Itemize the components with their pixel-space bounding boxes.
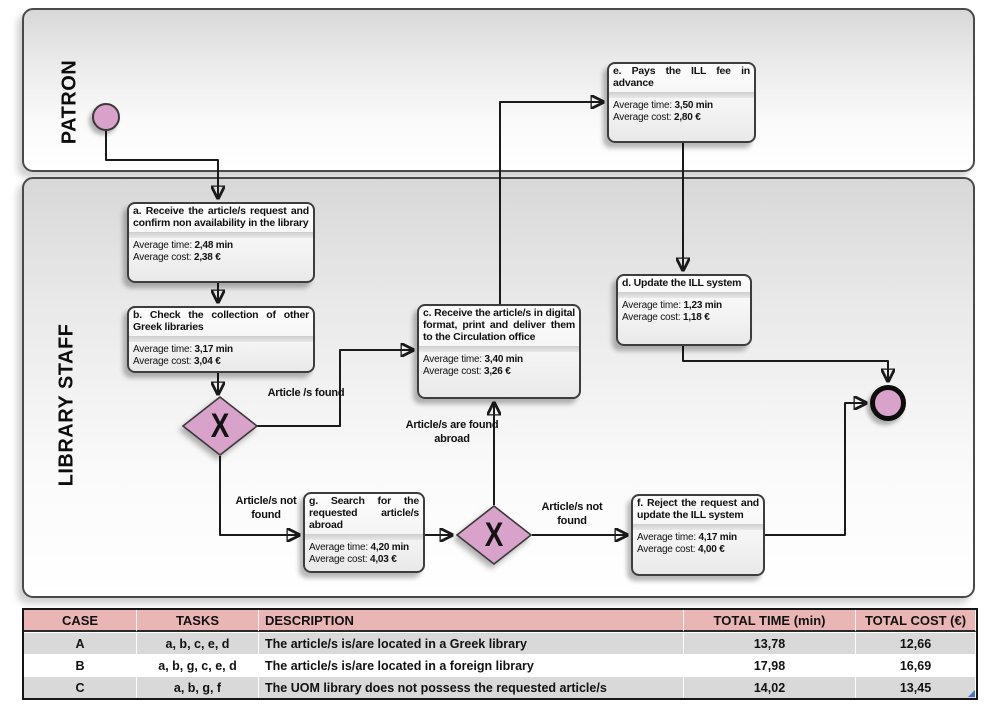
gateway-2-diamond-icon xyxy=(456,505,532,565)
table-row-b-description: The article/s is/are located in a foreig… xyxy=(259,654,684,676)
task-d-time-value: 1,23 min xyxy=(683,299,723,311)
task-a-divider xyxy=(129,231,313,238)
task-a: a. Receive the article/s request and con… xyxy=(127,202,315,283)
task-b: b. Check the collection of other Greek l… xyxy=(127,306,315,373)
table-row-a-cost: 12,66 xyxy=(856,632,976,654)
task-c-time-label: Average time: xyxy=(423,353,482,365)
task-b-cost-value: 3,04 € xyxy=(193,356,221,368)
task-e-time-value: 3,50 min xyxy=(674,99,714,111)
table-header-tasks: TASKS xyxy=(137,610,259,632)
table-header-total-time: TOTAL TIME (min) xyxy=(684,610,856,632)
table-row-c-description: The UOM library does not possess the req… xyxy=(259,676,684,698)
table-header-description: DESCRIPTION xyxy=(259,610,684,632)
lane-staff-label: LIBRARY STAFF xyxy=(55,323,78,487)
table-row-c-time: 14,02 xyxy=(684,676,856,698)
task-e-time-label: Average time: xyxy=(613,99,672,111)
task-d-cost-value: 1,18 € xyxy=(682,312,710,324)
task-f-title: f. Reject the request and update the ILL… xyxy=(637,497,759,521)
start-event-circle xyxy=(92,103,120,131)
flow-label-article-found-abroad: Article/s are found abroad xyxy=(405,419,499,445)
table-row-c-case: C xyxy=(24,676,137,698)
task-e-cost-label: Average cost: xyxy=(613,112,672,124)
task-g-title: g. Search for the requested article/s ab… xyxy=(309,495,419,531)
table-header-case: CASE xyxy=(24,610,137,632)
gateway-2-x-icon: X xyxy=(484,516,504,554)
lane-patron xyxy=(22,8,975,172)
task-e-title: e. Pays the ILL fee in advance xyxy=(613,65,750,89)
task-d: d. Update the ILL system Average time: 1… xyxy=(616,274,752,346)
table-row-c-cost: 13,45 xyxy=(856,676,976,698)
task-c-divider xyxy=(419,345,579,352)
exclusive-gateway-2: X xyxy=(456,505,532,565)
task-g-cost-label: Average cost: xyxy=(309,554,368,566)
flow-label-article-not-found-1: Article/s not found xyxy=(235,495,297,521)
table-corner-marker-icon xyxy=(968,690,975,697)
task-b-divider xyxy=(129,335,313,342)
gateway-1-x-icon: X xyxy=(210,407,230,445)
table-row-b-cost: 16,69 xyxy=(856,654,976,676)
task-d-time-label: Average time: xyxy=(622,299,681,311)
task-c: c. Receive the article/s in digital form… xyxy=(417,304,581,399)
task-b-title: b. Check the collection of other Greek l… xyxy=(133,309,309,333)
flow-label-article-found: Article /s found xyxy=(267,387,345,399)
task-f-time-value: 4,17 min xyxy=(698,531,738,543)
exclusive-gateway-1: X xyxy=(182,396,258,456)
task-c-cost-label: Average cost: xyxy=(423,366,482,378)
task-g-time-label: Average time: xyxy=(309,541,368,553)
task-f-divider xyxy=(633,523,763,530)
task-f-cost-value: 4,00 € xyxy=(697,544,725,556)
case-summary-table: CASE TASKS DESCRIPTION TOTAL TIME (min) … xyxy=(22,608,978,700)
table-row-c-tasks: a, b, g, f xyxy=(137,676,259,698)
table-row-a-time: 13,78 xyxy=(684,632,856,654)
task-f-cost-label: Average cost: xyxy=(637,544,696,556)
lane-patron-label: PATRON xyxy=(58,59,81,145)
task-g-cost-value: 4,03 € xyxy=(369,554,397,566)
task-a-time-value: 2,48 min xyxy=(194,239,234,251)
task-f-time-label: Average time: xyxy=(637,531,696,543)
task-e: e. Pays the ILL fee in advance Average t… xyxy=(607,62,756,143)
task-a-cost-label: Average cost: xyxy=(133,252,192,264)
task-a-cost-value: 2,38 € xyxy=(193,252,221,264)
task-e-divider xyxy=(609,91,754,98)
task-a-time-label: Average time: xyxy=(133,239,192,251)
task-c-cost-value: 3,26 € xyxy=(483,366,511,378)
task-b-time-value: 3,17 min xyxy=(194,343,234,355)
task-e-cost-value: 2,80 € xyxy=(673,112,701,124)
gateway-1-diamond-icon xyxy=(182,396,258,456)
task-d-title: d. Update the ILL system xyxy=(622,277,742,289)
table-header-total-cost: TOTAL COST (€) xyxy=(856,610,976,632)
task-c-time-value: 3,40 min xyxy=(484,353,524,365)
task-g-time-value: 4,20 min xyxy=(370,541,410,553)
task-b-time-label: Average time: xyxy=(133,343,192,355)
table-row-a-case: A xyxy=(24,632,137,654)
task-b-cost-label: Average cost: xyxy=(133,356,192,368)
task-g-divider xyxy=(305,533,423,540)
task-a-title: a. Receive the article/s request and con… xyxy=(133,205,309,229)
end-event-circle xyxy=(870,385,906,421)
table-row-b-time: 17,98 xyxy=(684,654,856,676)
flow-label-article-not-found-2: Article/s not found xyxy=(541,501,603,527)
task-g: g. Search for the requested article/s ab… xyxy=(303,492,425,573)
task-c-title: c. Receive the article/s in digital form… xyxy=(423,307,575,343)
task-d-divider xyxy=(618,291,750,298)
table-row-b-tasks: a, b, g, c, e, d xyxy=(137,654,259,676)
task-d-cost-label: Average cost: xyxy=(622,312,681,324)
table-row-a-tasks: a, b, c, e, d xyxy=(137,632,259,654)
task-f: f. Reject the request and update the ILL… xyxy=(631,494,765,576)
table-row-b-case: B xyxy=(24,654,137,676)
table-row-a-description: The article/s is/are located in a Greek … xyxy=(259,632,684,654)
